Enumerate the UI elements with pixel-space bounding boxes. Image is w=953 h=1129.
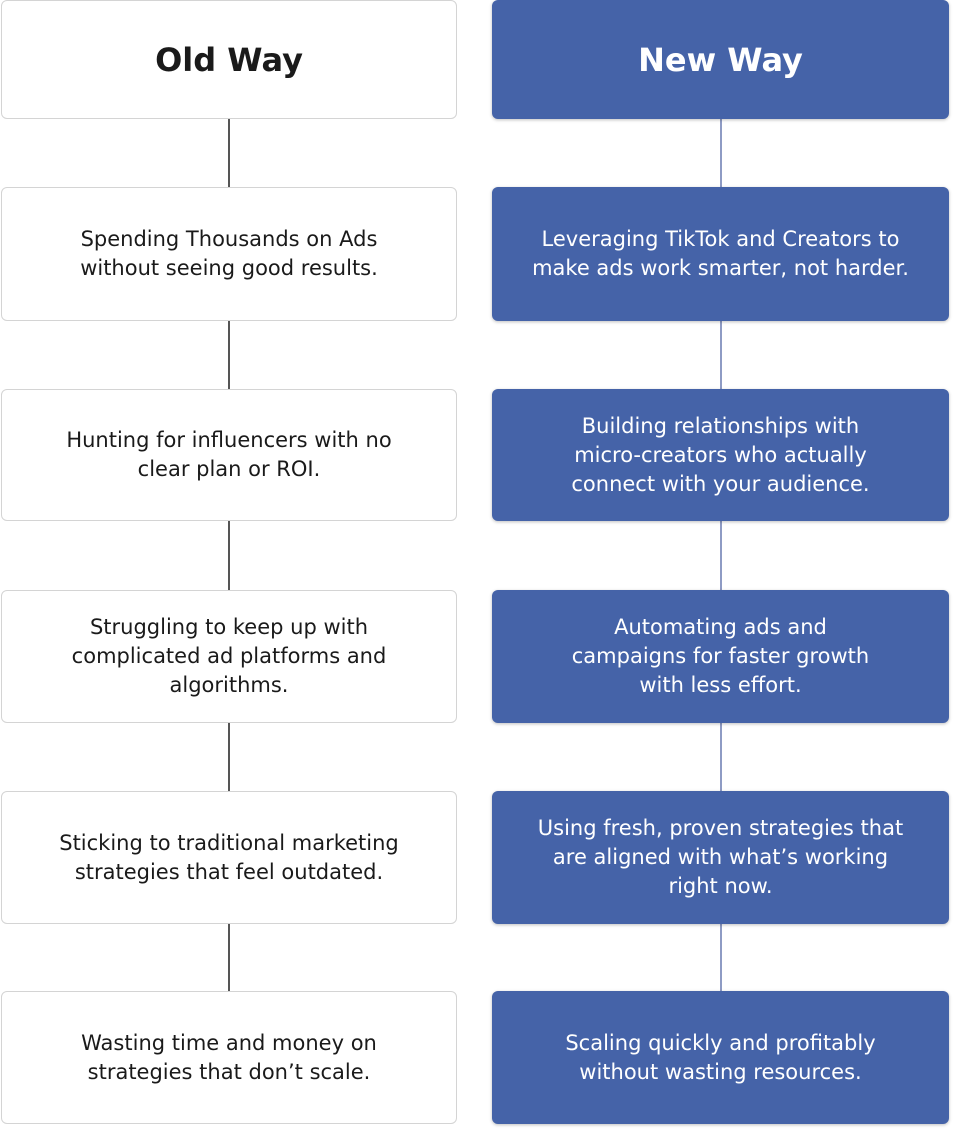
old-way-header: Old Way: [1, 0, 457, 119]
old-way-item-text: Sticking to traditional marketing strate…: [59, 830, 399, 884]
new-way-item-text: Using fresh, proven strategies that are …: [537, 816, 904, 898]
new-way-item: Automating ads and campaigns for faster …: [492, 590, 949, 723]
new-way-title: New Way: [638, 40, 803, 79]
new-way-item: Scaling quickly and profitably without w…: [492, 991, 949, 1124]
new-way-item-text: Scaling quickly and profitably without w…: [565, 1030, 876, 1084]
old-connector-1: [228, 119, 230, 187]
new-way-item: Using fresh, proven strategies that are …: [492, 791, 949, 924]
old-connector-2: [228, 321, 230, 389]
new-way-item-text: Automating ads and campaigns for faster …: [571, 615, 870, 697]
old-way-item-text: Spending Thousands on Ads without seeing…: [80, 227, 378, 280]
old-way-item: Sticking to traditional marketing strate…: [1, 791, 457, 924]
new-way-item: Building relationships with micro-creato…: [492, 389, 949, 521]
old-way-title: Old Way: [155, 40, 303, 79]
old-way-item-text: Hunting for influencers with no clear pl…: [66, 428, 392, 481]
new-connector-5: [720, 924, 722, 991]
new-connector-2: [720, 321, 722, 389]
old-way-item-text: Wasting time and money on strategies tha…: [81, 1030, 377, 1084]
old-way-item: Hunting for influencers with no clear pl…: [1, 389, 457, 521]
new-connector-1: [720, 119, 722, 187]
old-way-item: Wasting time and money on strategies tha…: [1, 991, 457, 1124]
old-connector-4: [228, 723, 230, 791]
new-connector-4: [720, 723, 722, 791]
old-connector-3: [228, 521, 230, 590]
new-way-item: Leveraging TikTok and Creators to make a…: [492, 187, 949, 321]
new-way-header: New Way: [492, 0, 949, 119]
old-connector-5: [228, 924, 230, 991]
new-way-item-text: Building relationships with micro-creato…: [571, 413, 870, 496]
old-way-item: Struggling to keep up with complicated a…: [1, 590, 457, 723]
old-way-item: Spending Thousands on Ads without seeing…: [1, 187, 457, 321]
old-way-item-text: Struggling to keep up with complicated a…: [71, 615, 387, 697]
new-way-item-text: Leveraging TikTok and Creators to make a…: [532, 227, 909, 280]
new-connector-3: [720, 521, 722, 590]
